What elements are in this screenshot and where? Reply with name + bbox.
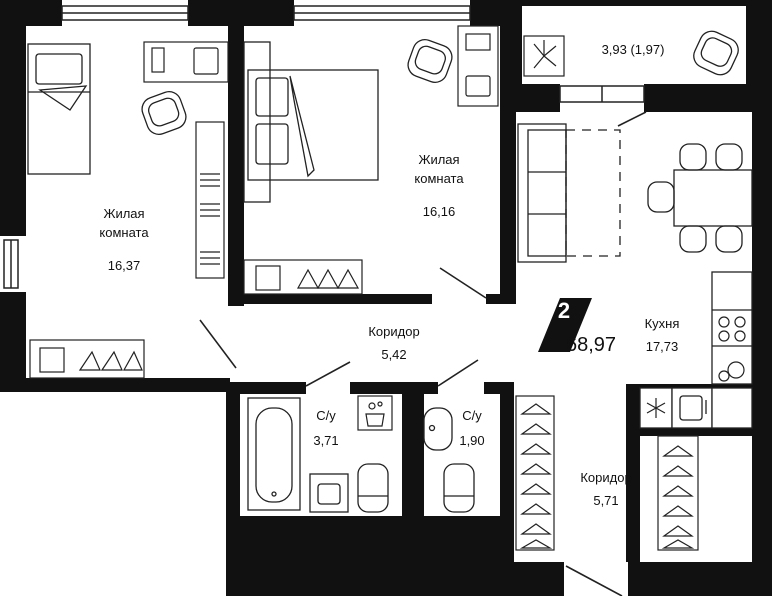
- room-name: комната: [99, 225, 149, 240]
- door-living-room-1: [199, 319, 237, 369]
- armchair-icon: [693, 30, 739, 76]
- wall-segment: [628, 562, 772, 596]
- room-name: комната: [414, 171, 464, 186]
- wall-segment: [486, 294, 516, 304]
- room-label-bathroom-2: С/у 1,90: [450, 406, 494, 450]
- room-name: Коридор: [580, 470, 632, 485]
- wall-segment: [228, 26, 244, 306]
- dishes-icon: [718, 361, 745, 382]
- total-area: 68,97: [566, 334, 617, 356]
- bed-icon: [243, 41, 379, 203]
- desk-icon: [143, 41, 229, 83]
- door-living-room-2: [439, 267, 487, 299]
- fridge-icon: [639, 387, 673, 429]
- room-label-balcony: 3,93 (1,97): [588, 40, 678, 59]
- wall-segment: [226, 382, 240, 596]
- room-area: 3,71: [313, 433, 339, 448]
- wall-segment: [350, 382, 402, 394]
- hanger-icon: [29, 339, 145, 379]
- sink-icon: [309, 473, 349, 513]
- wall-segment: [516, 84, 560, 112]
- room-label-living-room-2: Жилая комната 16,16: [404, 150, 474, 221]
- room-area: 17,73: [645, 339, 679, 354]
- bathtub-icon: [247, 397, 301, 511]
- washing-machine-icon: [357, 395, 393, 431]
- dashed-zone: [565, 129, 621, 257]
- toilet-icon: [443, 463, 475, 513]
- room-name: Коридор: [368, 324, 420, 339]
- wall-segment: [226, 382, 306, 394]
- room-label-bathroom-1: С/у 3,71: [304, 406, 348, 450]
- kitchen-counter: [711, 271, 753, 385]
- wall-segment: [226, 562, 564, 596]
- counter-end: [711, 387, 753, 429]
- wall-segment: [0, 0, 26, 236]
- room-area: 5,71: [593, 493, 619, 508]
- bed-icon: [27, 43, 91, 175]
- armchair-icon: [141, 91, 187, 135]
- wall-segment: [0, 292, 26, 392]
- door-kitchen: [617, 111, 647, 127]
- wall-segment: [522, 0, 772, 6]
- room-name: Жилая: [103, 206, 145, 221]
- desk-icon: [457, 25, 499, 107]
- sink-icon: [671, 387, 713, 429]
- wall-segment: [188, 0, 294, 26]
- wardrobe-icon: [657, 435, 699, 551]
- floor-living-room-1: [26, 26, 228, 378]
- door-entrance: [565, 565, 623, 596]
- room-area: 16,37: [107, 258, 141, 273]
- wall-segment: [244, 294, 432, 304]
- room-label-corridor-1: Коридор 5,42: [354, 322, 434, 364]
- room-label-corridor-2: Коридор 5,71: [566, 468, 646, 510]
- floor-corridor-2b: [640, 436, 752, 562]
- door-bathroom-2: [437, 359, 479, 387]
- wall-segment: [500, 0, 522, 110]
- door-bathroom-1: [305, 361, 351, 387]
- room-area: 16,16: [422, 204, 456, 219]
- dining-table-icon: [647, 143, 753, 253]
- room-name: С/у: [316, 408, 336, 423]
- rooms-badge: [538, 298, 592, 352]
- armchair-icon: [407, 39, 453, 83]
- windows: [3, 5, 645, 289]
- wall-segment: [0, 378, 230, 392]
- toilet-icon: [357, 463, 389, 513]
- wardrobe-icon: [195, 121, 225, 279]
- wall-segment: [626, 384, 640, 562]
- wall-segment: [500, 110, 516, 302]
- doors: [199, 111, 647, 596]
- room-name: С/у: [462, 408, 482, 423]
- plant-icon: [523, 35, 565, 77]
- room-area: 1,90: [459, 433, 485, 448]
- stove-icon: [718, 316, 746, 342]
- room-label-living-room-1: Жилая комната 16,37: [92, 204, 156, 275]
- room-area: 3,93 (1,97): [601, 42, 665, 57]
- sink-icon: [423, 407, 453, 451]
- wall-segment: [238, 516, 514, 562]
- hanger-icon: [243, 259, 363, 295]
- room-label-kitchen: Кухня 17,73: [630, 314, 694, 356]
- room-name: Жилая: [418, 152, 460, 167]
- floor-living-room-2: [244, 26, 500, 294]
- wall-segment: [424, 382, 438, 394]
- room-name: Кухня: [644, 316, 680, 331]
- wall-segment: [644, 84, 772, 112]
- rooms-count: 2: [557, 298, 571, 323]
- room-area: 5,42: [381, 347, 407, 362]
- wall-segment: [752, 110, 772, 596]
- wardrobe-icon: [515, 395, 555, 551]
